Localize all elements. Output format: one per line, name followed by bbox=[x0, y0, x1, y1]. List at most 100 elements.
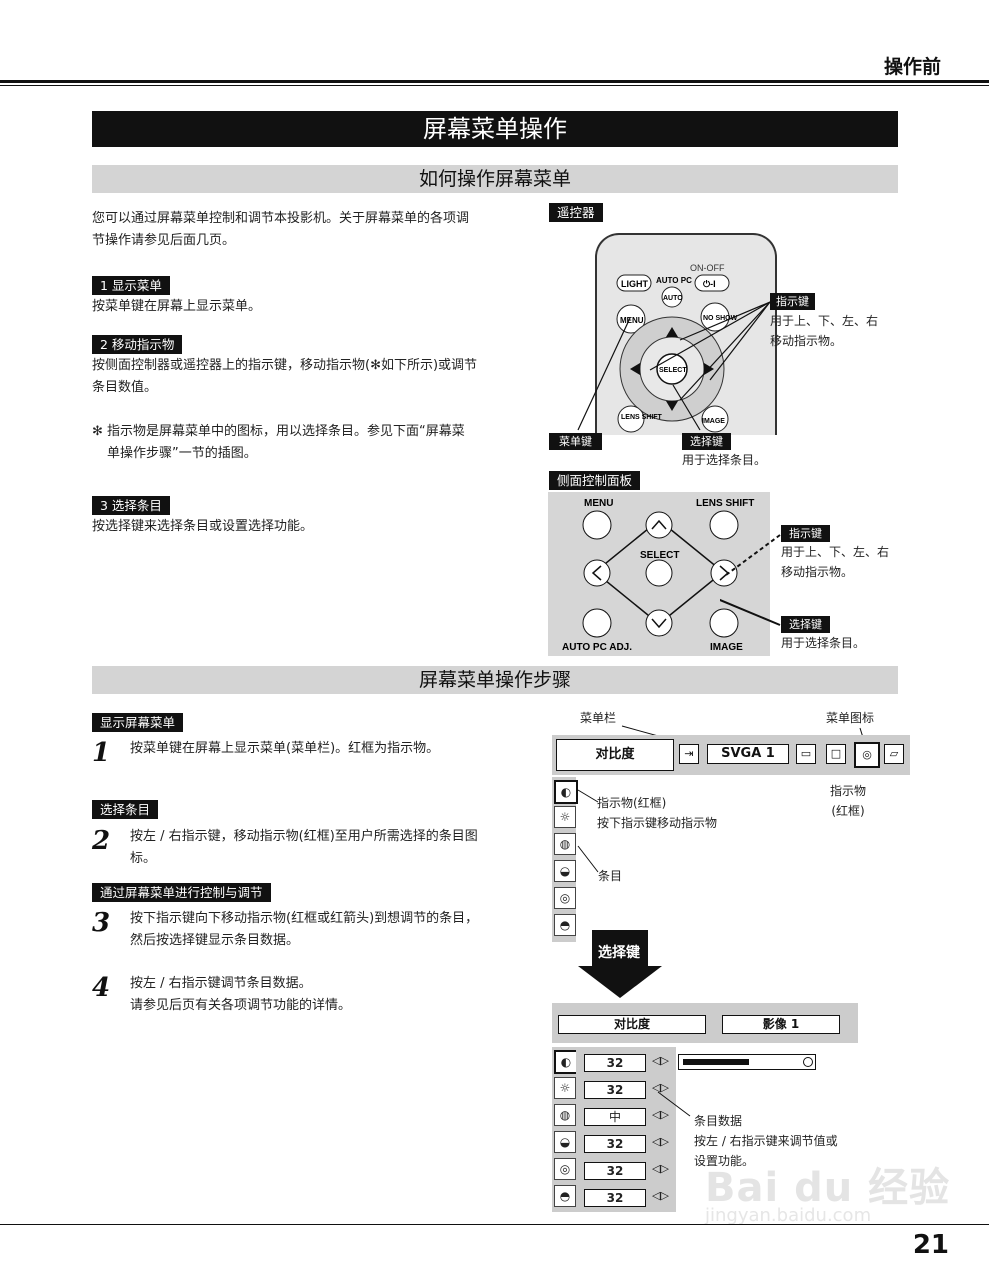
step-text-3-line-1: 按下指示键向下移动指示物(红框或红箭头)到想调节的条目， bbox=[130, 911, 479, 926]
panel-up-icon bbox=[651, 519, 667, 530]
step3-text: 按选择键来选择条目或设置选择功能。 bbox=[92, 519, 314, 534]
step1-text: 按菜单键在屏幕上显示菜单。 bbox=[92, 299, 262, 314]
pointer-red-line-1: 指示物 bbox=[830, 784, 867, 798]
remote-pointer-label: 指示键 bbox=[770, 293, 815, 310]
brightness-icon[interactable]: ☼ bbox=[554, 806, 576, 828]
tint-icon-2[interactable]: ◓ bbox=[554, 1185, 576, 1207]
select-button-text: SELECT bbox=[659, 367, 687, 374]
slider-knob[interactable] bbox=[803, 1057, 813, 1067]
brightness-icon-2[interactable]: ☼ bbox=[554, 1077, 576, 1099]
lr-arrow-icon[interactable]: ◁▷ bbox=[652, 1135, 669, 1148]
color-icon-2[interactable]: ◎ bbox=[554, 1158, 576, 1180]
white-balance-icon-2[interactable]: ◒ bbox=[554, 1131, 576, 1153]
lr-arrow-icon[interactable]: ◁▷ bbox=[652, 1162, 669, 1175]
panel-right-button bbox=[710, 559, 738, 587]
step-number-1: 1 bbox=[92, 738, 111, 768]
panel-select-key-desc: 用于选择条目。 bbox=[781, 636, 866, 650]
lr-arrow-icon[interactable]: ◁▷ bbox=[652, 1081, 669, 1094]
intro-line-1: 您可以通过屏幕菜单控制和调节本投影机。关于屏幕菜单的各项调 bbox=[92, 211, 470, 226]
menubar-contrast: 对比度 bbox=[556, 739, 674, 771]
lr-arrow-icon[interactable]: ◁▷ bbox=[652, 1189, 669, 1202]
header-rule bbox=[0, 80, 989, 83]
noshow-button bbox=[700, 302, 730, 332]
value-tint: 32 bbox=[584, 1189, 646, 1207]
step-text-3-line-2: 然后按选择键显示条目数据。 bbox=[130, 933, 300, 948]
pointer-red-callout: 指示物 (红框) bbox=[830, 781, 866, 821]
panel-menu-text: MENU bbox=[584, 498, 613, 509]
main-title: 屏幕菜单操作 bbox=[92, 111, 898, 147]
panel-autopc-text: AUTO PC ADJ. bbox=[562, 642, 632, 653]
image-adjust-icon[interactable]: ◎ bbox=[854, 742, 880, 768]
down-arrow-icon bbox=[666, 401, 678, 411]
image-button-text: IMAGE bbox=[702, 418, 725, 425]
white-balance-icon[interactable]: ◒ bbox=[554, 860, 576, 882]
panel-up-button bbox=[645, 511, 673, 539]
panel-pointer-label: 指示键 bbox=[781, 525, 830, 542]
screen-icon[interactable]: ▭ bbox=[796, 744, 816, 764]
step-text-4-line-1: 按左 / 右指示键调节条目数据。 bbox=[130, 976, 312, 991]
setting-icon[interactable]: ▱ bbox=[884, 744, 904, 764]
light-button-text: LIGHT bbox=[621, 279, 648, 289]
value-column-bg bbox=[576, 1047, 676, 1212]
value-contrast: 32 bbox=[584, 1054, 646, 1072]
remote-pointer-desc-1: 用于上、下、左、右 bbox=[770, 314, 879, 328]
remote-pointer-desc-2: 移动指示物。 bbox=[770, 334, 843, 348]
intro-text: 您可以通过屏幕菜单控制和调节本投影机。关于屏幕菜单的各项调 节操作请参见后面几页… bbox=[92, 208, 532, 252]
color-temp-icon[interactable]: ◍ bbox=[554, 833, 576, 855]
item-data-note-1: 条目数据 bbox=[694, 1114, 743, 1128]
pointer-red-line-2: (红框) bbox=[831, 804, 865, 818]
square-icon[interactable]: □ bbox=[826, 744, 846, 764]
submenu-image1: 影像 1 bbox=[722, 1015, 840, 1034]
section-title-steps: 屏幕菜单操作步骤 bbox=[92, 666, 898, 694]
side-panel-svg: MENU LENS SHIFT SELECT AUTO PC ADJ. IMAG… bbox=[562, 498, 754, 653]
panel-autopc-button bbox=[582, 608, 612, 638]
remote-buttons-svg: ON-OFF LIGHT AUTO PC ⏻-I AUTO MENU NO SH… bbox=[616, 263, 738, 433]
value-slider[interactable] bbox=[678, 1054, 816, 1070]
panel-left-icon bbox=[591, 565, 602, 581]
up-arrow-icon bbox=[666, 327, 678, 337]
section-title-how-to: 如何操作屏幕菜单 bbox=[92, 165, 898, 193]
panel-lens-text: LENS SHIFT bbox=[696, 498, 754, 509]
lens-button bbox=[617, 405, 645, 433]
watermark-logo: Bai du 经验 bbox=[705, 1165, 951, 1211]
step-text-3: 按下指示键向下移动指示物(红框或红箭头)到想调节的条目， 然后按选择键显示条目数… bbox=[130, 908, 530, 952]
item-callout-lines bbox=[577, 789, 599, 873]
control-label: 通过屏幕菜单进行控制与调节 bbox=[92, 883, 271, 902]
panel-down-icon bbox=[651, 618, 667, 629]
pointer-note-line-1: 指示物(红框) bbox=[597, 796, 667, 810]
lr-arrow-icon[interactable]: ◁▷ bbox=[652, 1054, 669, 1067]
panel-pointer-desc-1: 用于上、下、左、右 bbox=[781, 545, 890, 559]
lr-arrow-icon[interactable]: ◁▷ bbox=[652, 1108, 669, 1121]
menubar-callout: 菜单栏 bbox=[580, 711, 617, 725]
side-panel-label: 侧面控制面板 bbox=[549, 471, 641, 490]
menu-button-text: MENU bbox=[620, 316, 644, 325]
auto-button-text: AUTO bbox=[663, 295, 683, 302]
panel-lens-button bbox=[709, 510, 739, 540]
contrast-icon[interactable]: ◐ bbox=[554, 780, 578, 804]
color-temp-icon-2[interactable]: ◍ bbox=[554, 1104, 576, 1126]
item-icon-column: ◐ ☼ ◍ ◒ ◎ ◓ bbox=[552, 777, 578, 942]
light-button bbox=[616, 274, 652, 292]
contrast-icon-2[interactable]: ◐ bbox=[554, 1050, 578, 1074]
lens-button-text: LENS SHIFT bbox=[621, 414, 663, 421]
step2-line-2: 条目数值。 bbox=[92, 380, 158, 395]
remote-label: 遥控器 bbox=[549, 203, 603, 222]
menu-icon-callout: 菜单图标 bbox=[826, 711, 875, 725]
step3-label: 3 选择条目 bbox=[92, 496, 170, 515]
remote-callout-lines bbox=[577, 301, 771, 431]
power-button-text: ⏻-I bbox=[703, 279, 716, 289]
select-key-arrow-label: 选择键 bbox=[598, 945, 640, 961]
item-data-note: 条目数据 按左 / 右指示键来调节值或 设置功能。 bbox=[694, 1111, 838, 1171]
color-icon[interactable]: ◎ bbox=[554, 887, 576, 909]
note-text: ✻ 指示物是屏幕菜单中的图标，用以选择条目。参见下面“屏幕菜 单操作步骤”一节的… bbox=[92, 421, 532, 465]
footer-rule bbox=[0, 1224, 989, 1225]
note-line-1: ✻ 指示物是屏幕菜单中的图标，用以选择条目。参见下面“屏幕菜 bbox=[92, 424, 465, 439]
step-number-4: 4 bbox=[92, 973, 111, 1003]
step2-line-1: 按侧面控制器或遥控器上的指示键，移动指示物(✻如下所示)或调节 bbox=[92, 358, 478, 373]
panel-down-button bbox=[645, 609, 673, 637]
slider-fill bbox=[683, 1059, 749, 1065]
tint-icon[interactable]: ◓ bbox=[554, 914, 576, 936]
step2-label: 2 移动指示物 bbox=[92, 335, 183, 354]
auto-button bbox=[661, 286, 683, 308]
input-icon[interactable]: ⇥ bbox=[679, 744, 699, 764]
